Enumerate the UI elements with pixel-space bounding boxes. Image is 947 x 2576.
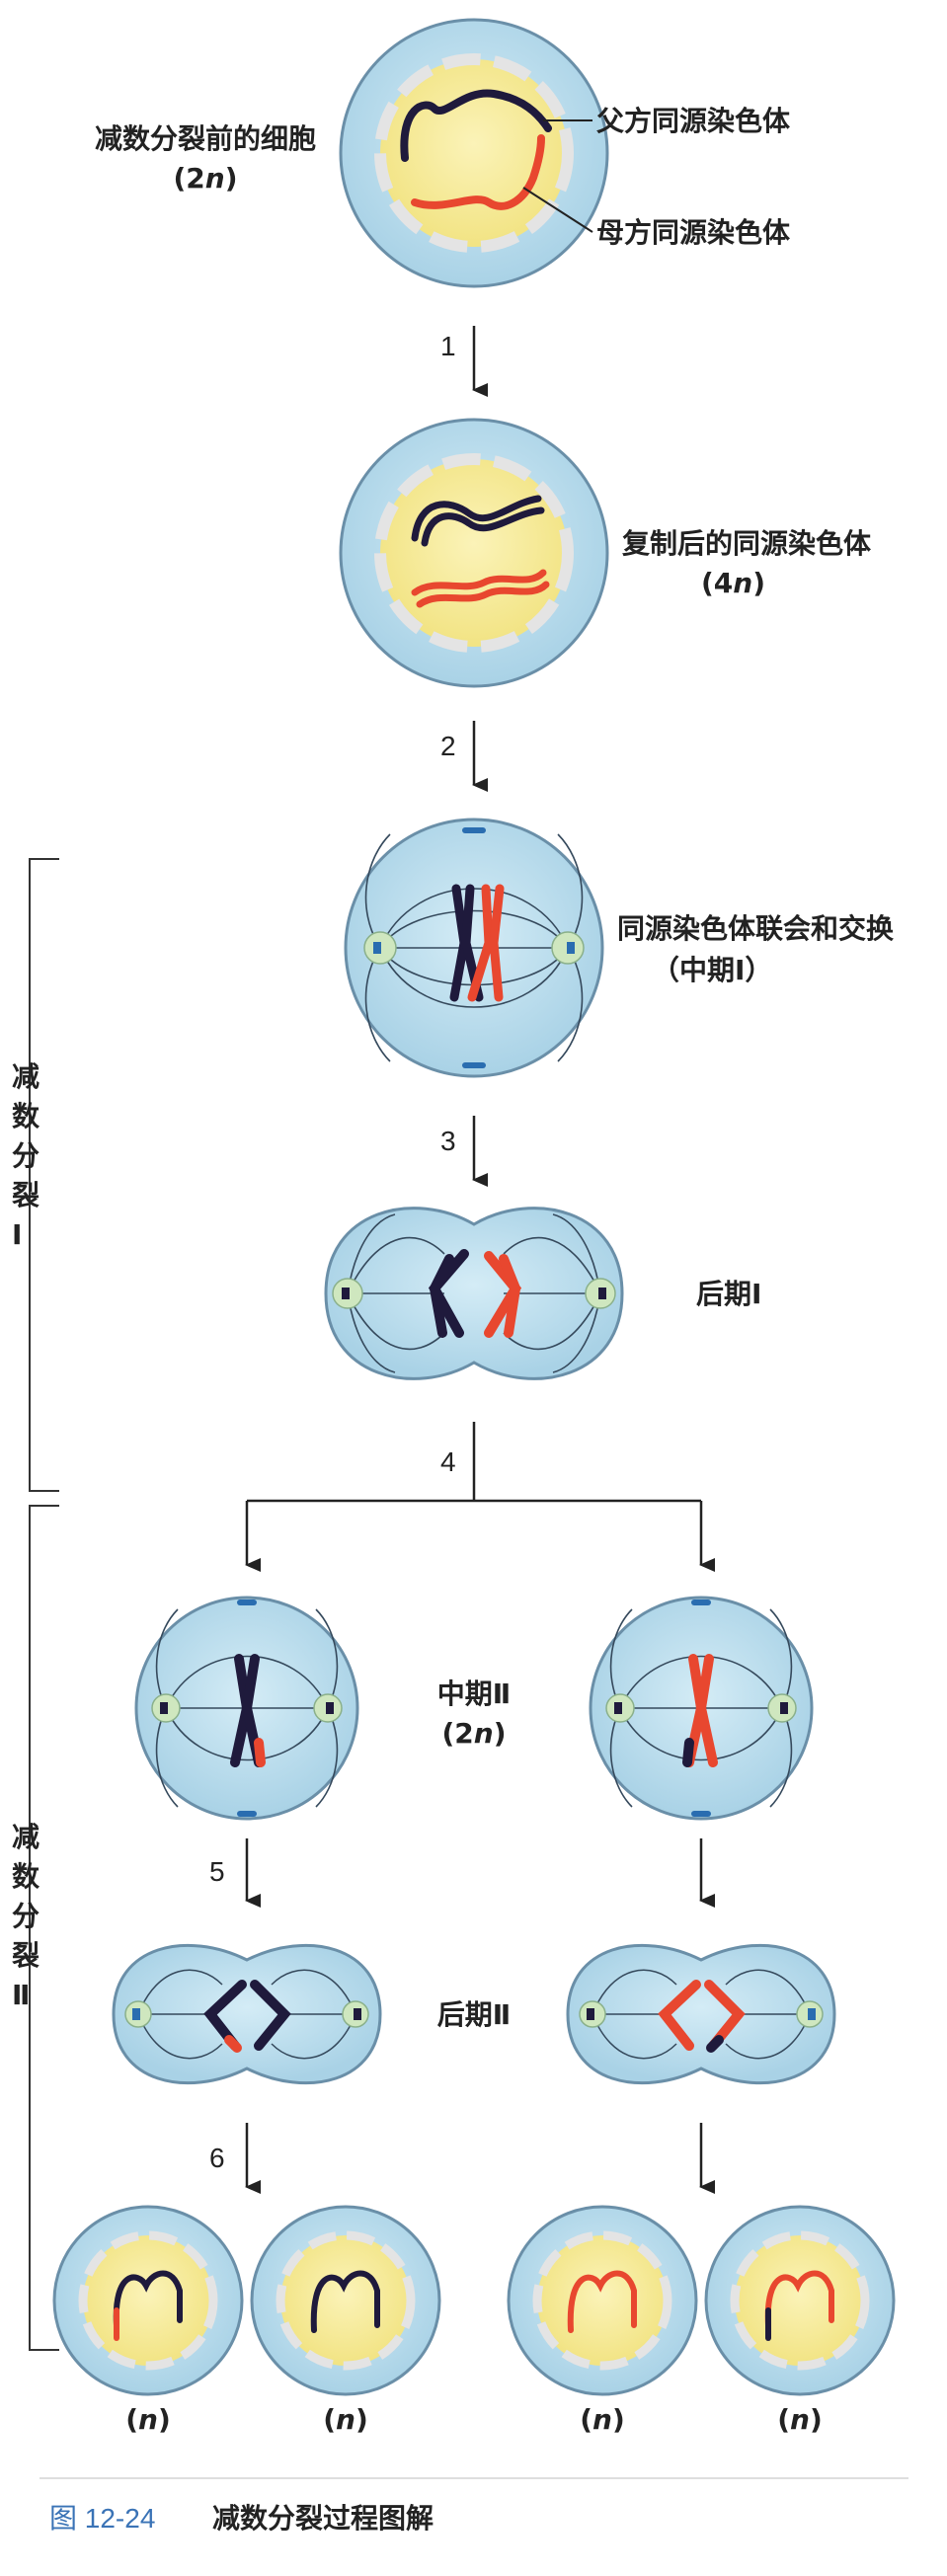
step-2-number: 2 <box>440 731 456 761</box>
meiosis-1-bracket: 减 数 分 裂 Ⅰ <box>12 858 59 1492</box>
cell-before-meiosis <box>339 18 609 288</box>
metaphase-2-ploidy: (2n) <box>441 1717 506 1750</box>
cell-replicated <box>339 418 609 688</box>
step-5-number: 5 <box>209 1856 225 1887</box>
figure-number: 图 12-24 <box>49 2503 155 2534</box>
meiosis-2-bracket: 减 数 分 裂 Ⅱ <box>12 1505 59 2351</box>
step-6-number: 6 <box>209 2143 225 2173</box>
paternal-chromatid-moving <box>203 1980 247 2051</box>
paternal-homologue-moving <box>429 1254 454 1338</box>
meiosis-2-char: 裂 <box>12 1939 39 1972</box>
meiosis-2-char: 减 <box>12 1821 39 1853</box>
pre-cell-label: 减数分裂前的细胞 <box>95 122 316 155</box>
cell-metaphase-1 <box>344 818 604 1078</box>
haploid-label-2: (n) <box>323 2403 368 2436</box>
maternal-dyad <box>695 1654 718 1767</box>
haploid-label-4: (n) <box>777 2403 823 2436</box>
anaphase-2-label: 后期Ⅱ <box>437 1998 511 2031</box>
metaphase-1-label: （中期Ⅰ） <box>652 954 772 986</box>
step-1-number: 1 <box>440 331 456 361</box>
maternal-tetrad-arm <box>489 884 505 1002</box>
meiosis-1-char: 分 <box>12 1139 39 1172</box>
maternal-tetrad-arm <box>467 884 494 1002</box>
meiosis-1-char: 数 <box>12 1100 40 1132</box>
step-3-number: 3 <box>440 1126 456 1156</box>
maternal-chromatid-moving <box>658 1980 701 2051</box>
meiosis-1-char: 减 <box>12 1060 39 1093</box>
haploid-cell-2 <box>250 2205 441 2396</box>
maternal-sister-chromatid <box>411 569 547 596</box>
haploid-cell-1 <box>52 2205 244 2396</box>
cell-anaphase-2-right <box>566 1943 836 2085</box>
maternal-label: 母方同源染色体 <box>596 216 791 249</box>
branch-step-4 <box>245 1422 715 1572</box>
maternal-sister-chromatid <box>416 581 550 608</box>
meiosis-2-char: 分 <box>12 1900 39 1932</box>
paternal-label: 父方同源染色体 <box>596 105 791 137</box>
paternal-chromosome <box>400 89 552 162</box>
paternal-sister-chromatid <box>411 495 542 542</box>
synapsis-label: 同源染色体联会和交换 <box>617 912 895 945</box>
replicated-label: 复制后的同源染色体 <box>622 527 872 560</box>
haploid-label-1: (n) <box>125 2403 171 2436</box>
cell-anaphase-2-left <box>112 1943 382 2085</box>
metaphase-2-label: 中期Ⅱ <box>437 1678 511 1710</box>
meiosis-1-char: 裂 <box>12 1179 39 1211</box>
paternal-sister-chromatid <box>421 507 545 547</box>
maternal-chromatid-moving <box>704 1980 746 2051</box>
haploid-cell-3 <box>507 2205 698 2396</box>
replicated-ploidy: (4n) <box>701 567 765 599</box>
paternal-chromatid-moving <box>250 1980 291 2051</box>
haploid-cell-4 <box>704 2205 896 2396</box>
maternal-chromosome <box>411 134 545 210</box>
meiosis-2-char: 数 <box>12 1860 40 1893</box>
meiosis-1-char: Ⅰ <box>12 1218 22 1251</box>
meiosis-2-char: Ⅱ <box>12 1979 30 2011</box>
step-4-number: 4 <box>440 1446 456 1477</box>
figure-title: 减数分裂过程图解 <box>212 2502 434 2535</box>
anaphase-1-label: 后期Ⅰ <box>696 1278 761 1310</box>
cell-metaphase-2-left <box>134 1596 359 1821</box>
maternal-homologue-moving <box>499 1254 521 1338</box>
pre-cell-ploidy: (2n) <box>173 162 237 195</box>
haploid-label-3: (n) <box>580 2403 625 2436</box>
cell-anaphase-1 <box>324 1207 624 1380</box>
cell-metaphase-2-right <box>589 1596 814 1821</box>
